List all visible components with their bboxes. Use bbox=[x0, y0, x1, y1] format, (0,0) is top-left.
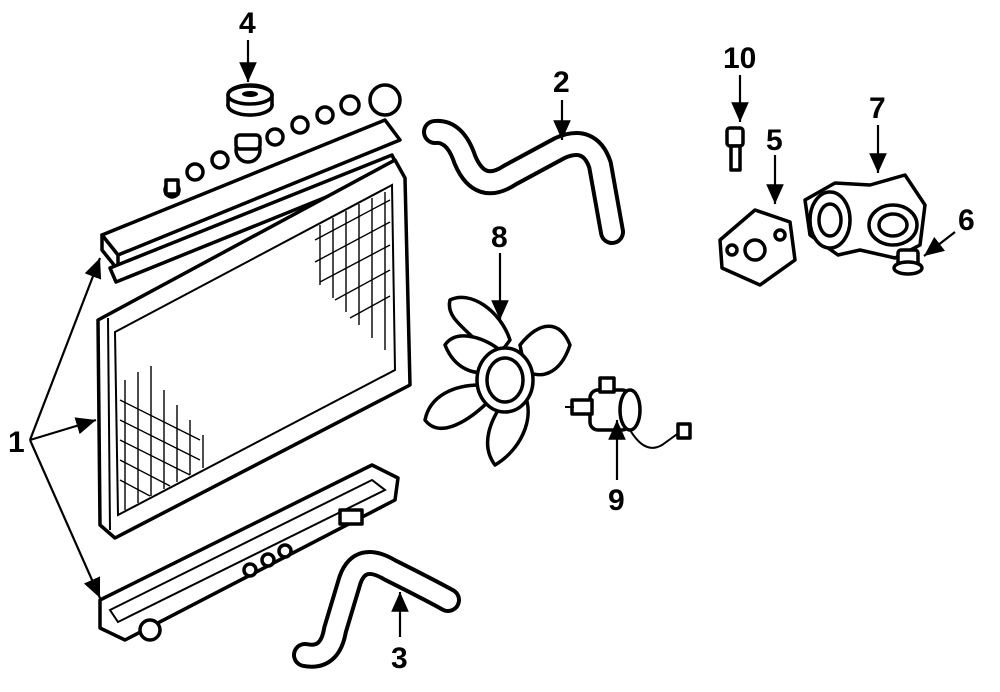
leader-lines bbox=[28, 40, 956, 637]
callout-9: 9 bbox=[608, 484, 625, 517]
lower-radiator-hose bbox=[292, 550, 461, 669]
water-outlet bbox=[803, 173, 927, 260]
temperature-sensor bbox=[725, 126, 745, 172]
radiator bbox=[96, 83, 412, 642]
thermostat-housing bbox=[718, 208, 797, 287]
callout-2: 2 bbox=[553, 66, 570, 99]
callout-1: 1 bbox=[8, 426, 25, 459]
radiator-core bbox=[96, 158, 412, 540]
callout-8: 8 bbox=[491, 221, 508, 254]
radiator-upper-tank bbox=[100, 83, 402, 284]
cooling-fan bbox=[423, 295, 572, 467]
callout-3: 3 bbox=[391, 642, 408, 675]
temperature-switch bbox=[892, 248, 924, 276]
callout-7: 7 bbox=[869, 92, 886, 125]
callout-5: 5 bbox=[766, 124, 783, 157]
fan-motor bbox=[565, 376, 692, 449]
upper-radiator-hose bbox=[422, 118, 625, 245]
callout-6: 6 bbox=[958, 204, 975, 237]
radiator-lower-tank bbox=[98, 463, 400, 642]
callout-10: 10 bbox=[723, 42, 756, 75]
radiator-cap bbox=[226, 83, 274, 117]
callout-4: 4 bbox=[239, 7, 256, 40]
